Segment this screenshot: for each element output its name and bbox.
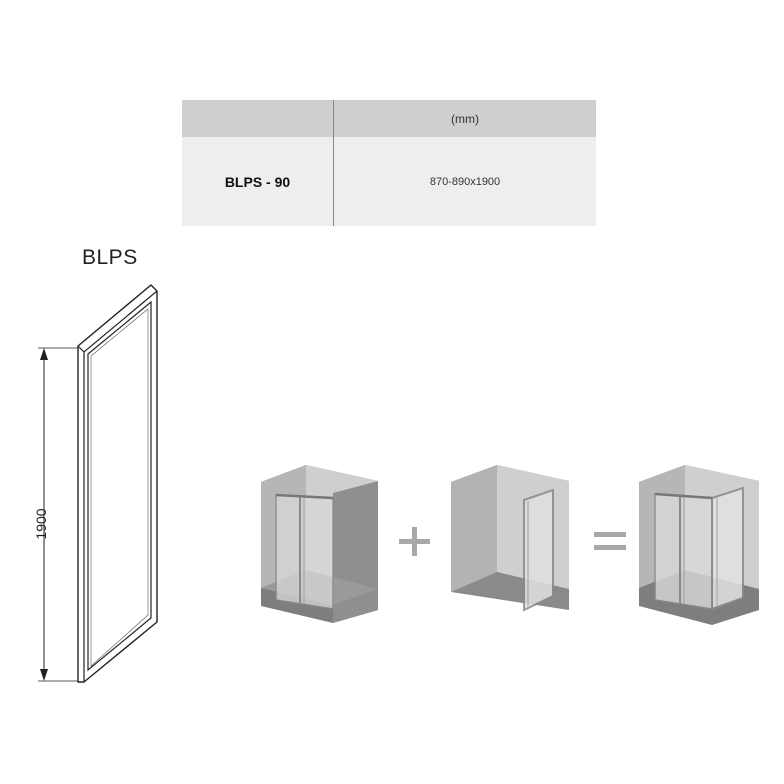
arrow-down-icon xyxy=(40,669,48,681)
unit-header: (mm) xyxy=(451,111,479,126)
dimensions-value: 870-890x1900 xyxy=(429,175,501,188)
panel-title: BLPS xyxy=(82,246,138,269)
side-panel-corner-illustration xyxy=(451,465,569,612)
spec-table-header-row xyxy=(182,100,596,137)
spec-table-body-row xyxy=(182,137,596,226)
height-dimension-line xyxy=(38,347,79,682)
combined-enclosure-illustration xyxy=(639,465,759,625)
equals-sign xyxy=(594,532,626,550)
spec-table: (mm) BLPS - 90 870-890x1900 xyxy=(182,100,596,226)
spec-table-column-divider xyxy=(333,100,334,226)
plus-sign xyxy=(399,527,430,556)
model-name: BLPS - 90 xyxy=(224,173,291,190)
blps-panel-illustration xyxy=(77,284,158,683)
enclosure-sliding-door-illustration xyxy=(261,465,378,623)
arrow-up-icon xyxy=(40,348,48,360)
